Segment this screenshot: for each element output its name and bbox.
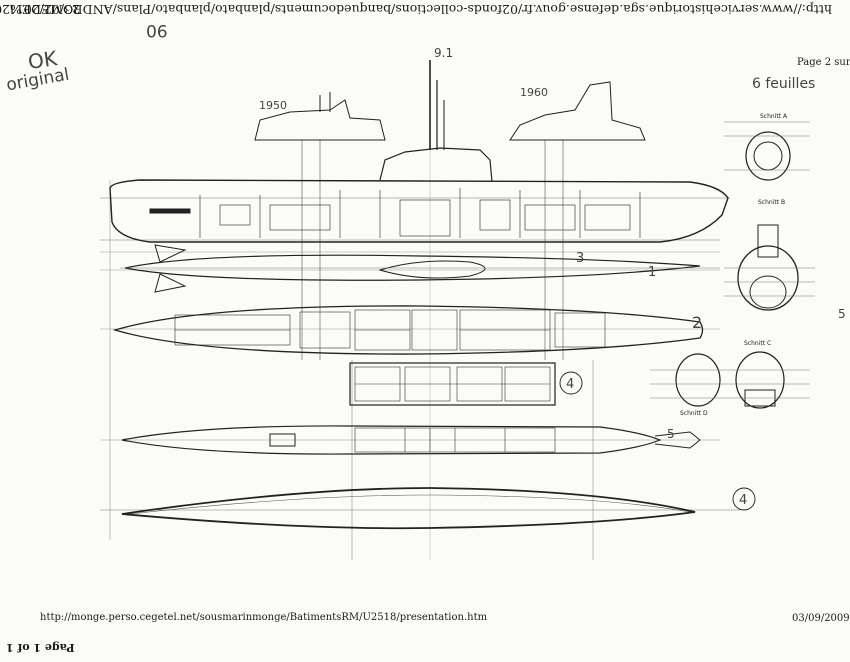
page-right-label: Page 2 sur: [797, 57, 850, 68]
num-1: 1: [648, 265, 656, 280]
handwritten-feuilles: 6 feuilles: [752, 76, 816, 92]
label-9-1: 9.1: [434, 46, 454, 60]
footer-date: 03/09/2009: [792, 613, 850, 624]
section-c-label: Schnitt C: [744, 340, 771, 347]
section-d-label: Schnitt D: [680, 410, 708, 417]
section-b-label: Schnitt B: [758, 199, 785, 206]
num-5: 5: [667, 427, 675, 441]
num-2: 2: [692, 313, 702, 332]
num-5b: 5: [838, 307, 846, 321]
label-1950: 1950: [259, 99, 287, 112]
footer-page-label: Page 1 of 1: [6, 641, 75, 654]
label-1960: 1960: [520, 86, 548, 99]
section-a-label: Schnitt A: [760, 113, 788, 120]
num-3: 3: [576, 251, 584, 266]
circle-4-b: 4: [739, 493, 747, 508]
footer-url: http://monge.perso.cegetel.net/sousmarin…: [40, 612, 488, 623]
circle-4-a: 4: [566, 377, 574, 392]
